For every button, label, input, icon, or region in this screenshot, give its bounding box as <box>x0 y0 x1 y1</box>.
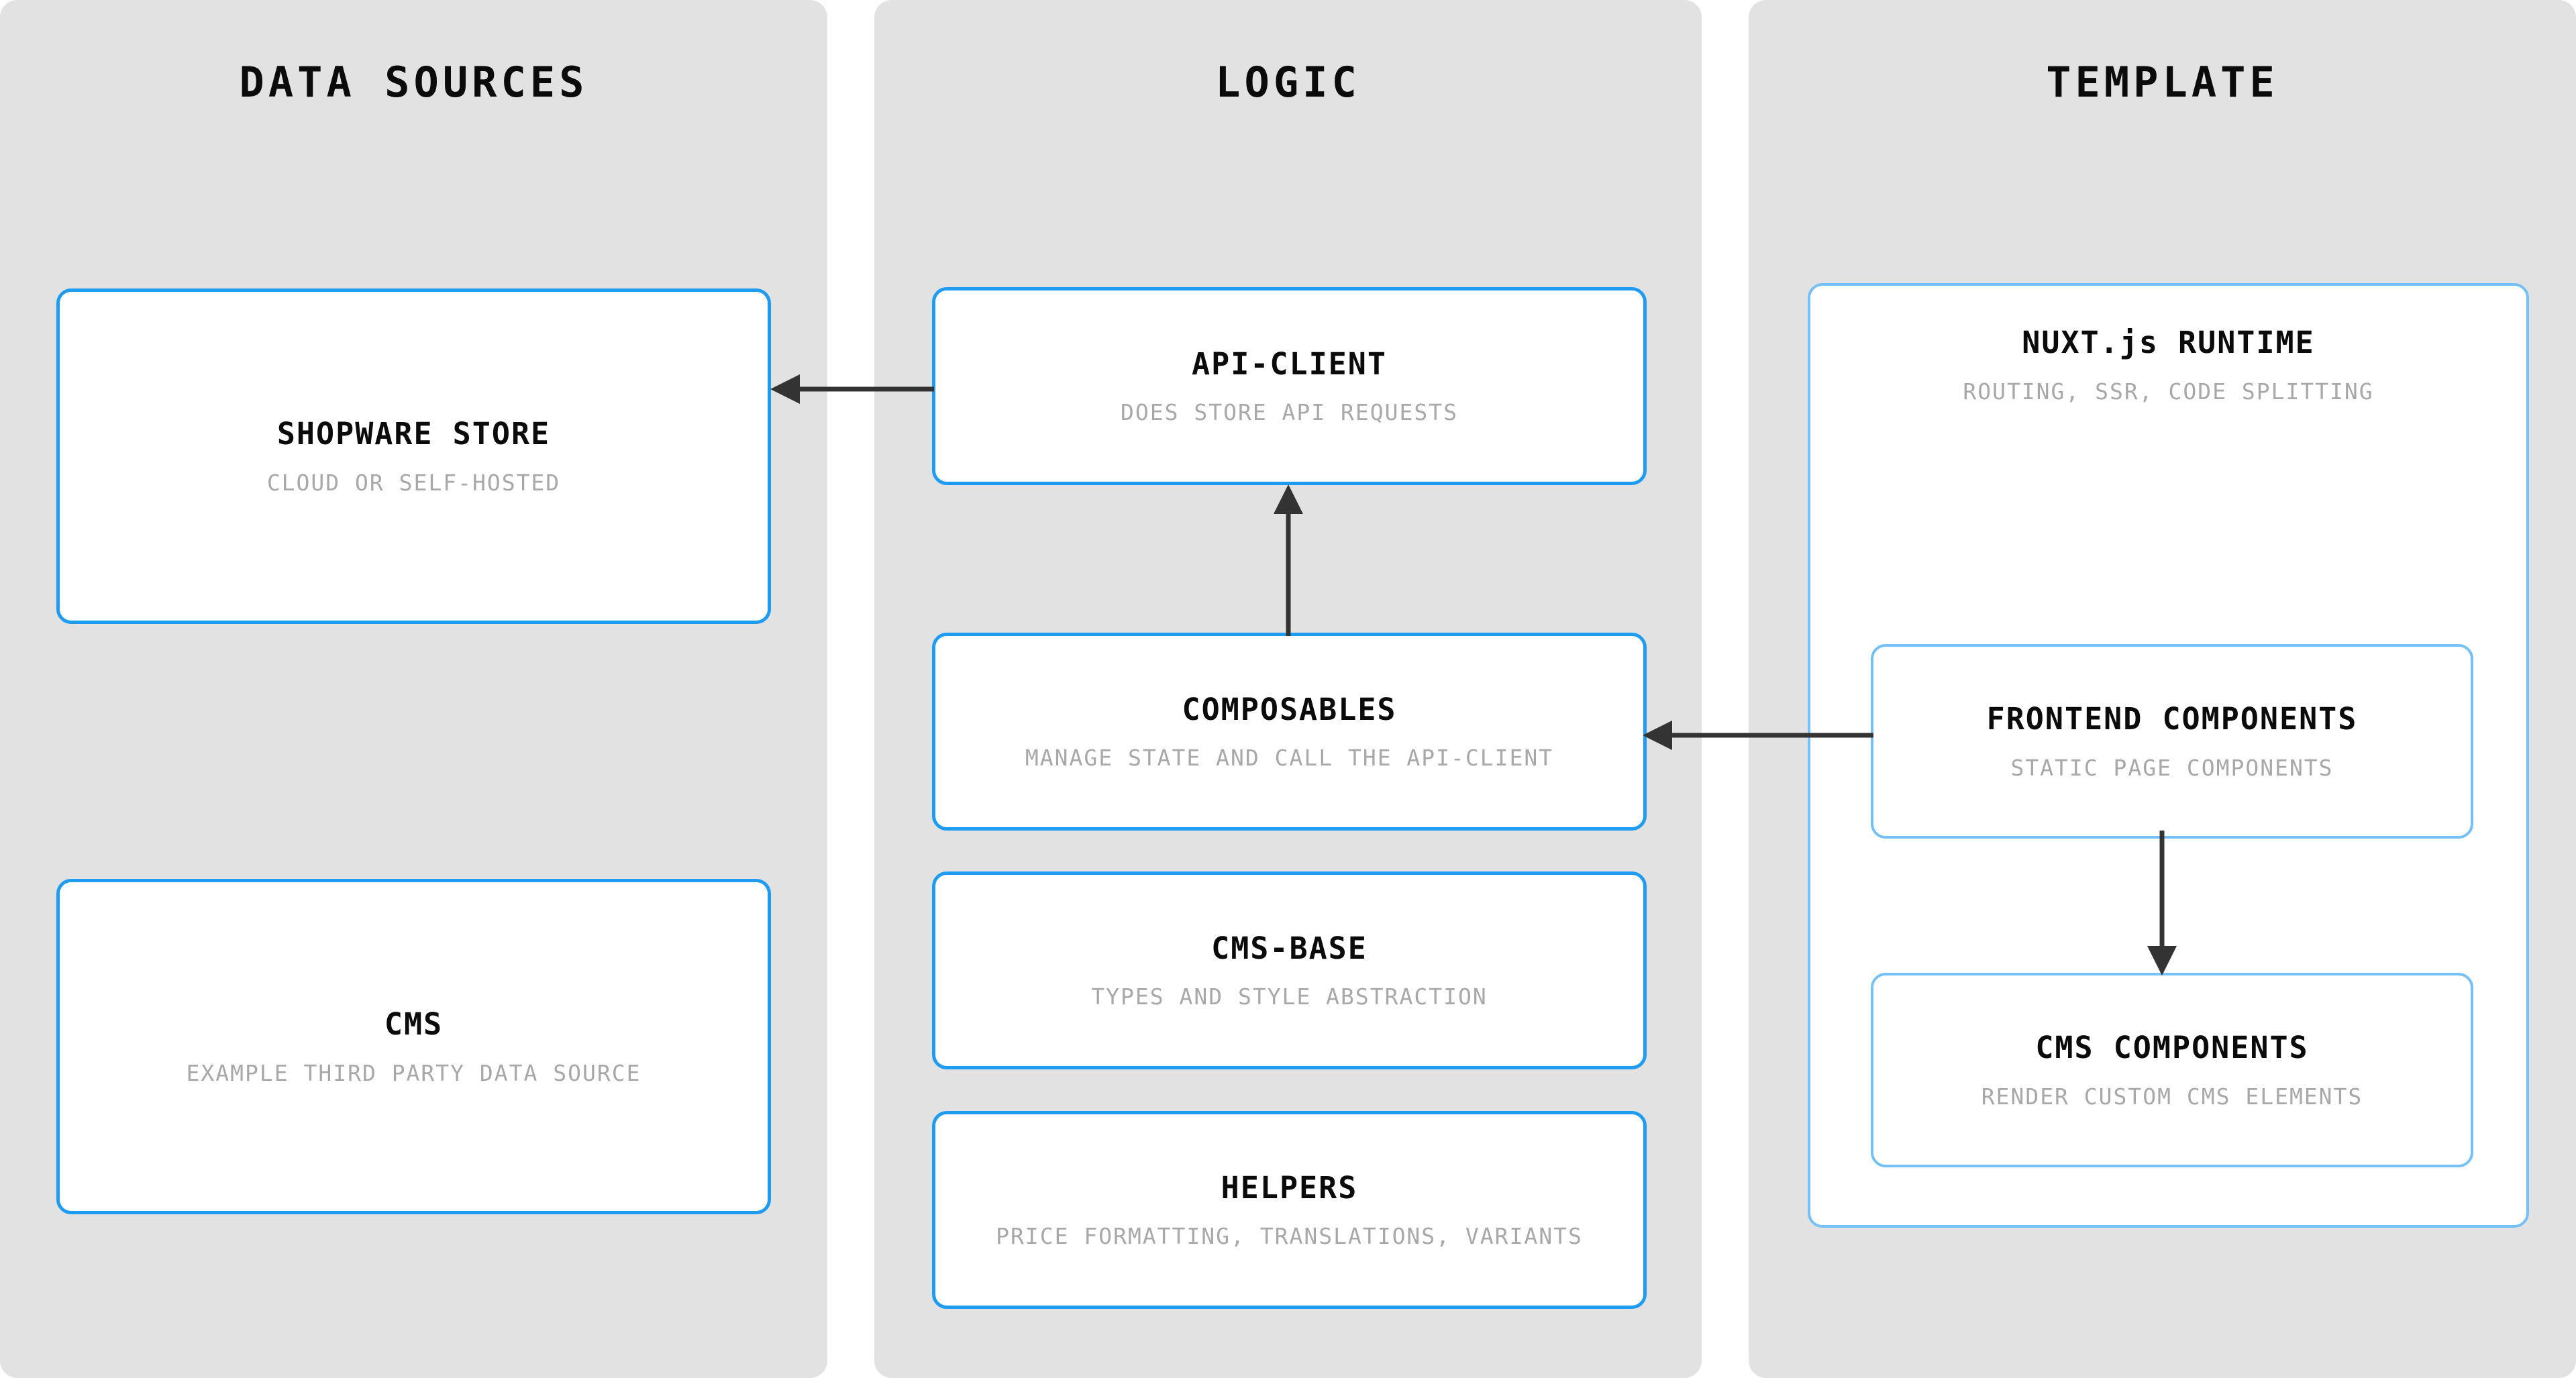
card-title-cms-base: CMS-BASE <box>1211 930 1368 966</box>
card-subtitle-nuxt-runtime: ROUTING, SSR, CODE SPLITTING <box>1963 378 2374 405</box>
card-title-shopware-store: SHOPWARE STORE <box>276 416 551 452</box>
column-title-logic: LOGIC <box>1215 58 1361 107</box>
card-subtitle-cms: EXAMPLE THIRD PARTY DATA SOURCE <box>186 1059 641 1086</box>
card-title-api-client: API-CLIENT <box>1192 346 1387 382</box>
card-title-cms: CMS <box>384 1006 444 1043</box>
card-shopware-store[interactable]: SHOPWARE STORE CLOUD OR SELF-HOSTED <box>56 288 771 624</box>
card-nuxt-runtime[interactable]: NUXT.js RUNTIME ROUTING, SSR, CODE SPLIT… <box>1808 283 2529 1228</box>
card-cms-base[interactable]: CMS-BASE TYPES AND STYLE ABSTRACTION <box>932 871 1647 1069</box>
card-title-nuxt-runtime: NUXT.js RUNTIME <box>2022 325 2315 360</box>
card-api-client[interactable]: API-CLIENT DOES STORE API REQUESTS <box>932 287 1647 485</box>
card-title-helpers: HELPERS <box>1221 1169 1358 1206</box>
card-subtitle-frontend-components: STATIC PAGE COMPONENTS <box>2010 754 2334 781</box>
card-helpers[interactable]: HELPERS PRICE FORMATTING, TRANSLATIONS, … <box>932 1111 1647 1309</box>
card-subtitle-cms-components: RENDER CUSTOM CMS ELEMENTS <box>1981 1083 2363 1110</box>
card-subtitle-helpers: PRICE FORMATTING, TRANSLATIONS, VARIANTS <box>996 1223 1583 1250</box>
card-subtitle-cms-base: TYPES AND STYLE ABSTRACTION <box>1091 984 1488 1010</box>
card-subtitle-api-client: DOES STORE API REQUESTS <box>1121 399 1458 426</box>
card-title-composables: COMPOSABLES <box>1182 691 1397 727</box>
column-title-data-sources: DATA SOURCES <box>239 58 588 107</box>
card-subtitle-composables: MANAGE STATE AND CALL THE API-CLIENT <box>1025 745 1554 772</box>
card-frontend-components[interactable]: FRONTEND COMPONENTS STATIC PAGE COMPONEN… <box>1871 644 2473 839</box>
card-composables[interactable]: COMPOSABLES MANAGE STATE AND CALL THE AP… <box>932 633 1647 831</box>
card-cms-components[interactable]: CMS COMPONENTS RENDER CUSTOM CMS ELEMENT… <box>1871 973 2473 1167</box>
column-title-template: TEMPLATE <box>2046 58 2279 107</box>
card-subtitle-shopware-store: CLOUD OR SELF-HOSTED <box>266 469 561 496</box>
card-title-frontend-components: FRONTEND COMPONENTS <box>1986 701 2358 737</box>
card-nuxt-runtime-head: NUXT.js RUNTIME ROUTING, SSR, CODE SPLIT… <box>1810 326 2526 404</box>
card-cms[interactable]: CMS EXAMPLE THIRD PARTY DATA SOURCE <box>56 879 771 1214</box>
card-title-cms-components: CMS COMPONENTS <box>2035 1030 2309 1066</box>
